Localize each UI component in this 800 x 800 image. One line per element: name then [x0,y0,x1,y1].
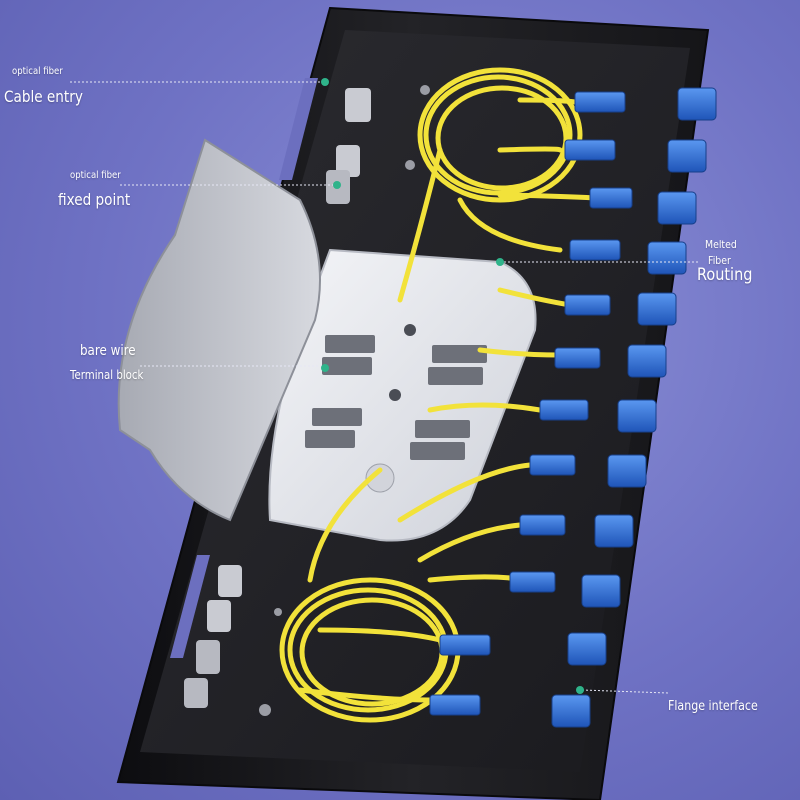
fixed-point-caption: optical fiber [70,170,121,181]
fiber-clamp-group-bottom [184,565,282,716]
melted-fiber-line2: Fiber [708,254,731,267]
tray-cover [117,138,321,522]
flange-interface-label: Flange interface [668,699,758,714]
routing-label: Routing [697,265,753,285]
melted-fiber-line1: Melted [705,238,737,251]
flange-adapters [551,87,717,728]
bare-wire-label: bare wire [80,343,136,359]
handle-slot-top [279,78,318,180]
fixed-point-label: fixed point [58,190,131,209]
sc-connectors-inner [429,91,633,716]
marker-dots [321,78,584,694]
handle-slot-bottom [170,555,210,658]
leader-lines [70,81,700,694]
splice-tray [268,248,537,542]
cable-entry-label: Cable entry [4,87,83,106]
cable-entry-caption: optical fiber [12,66,63,77]
terminal-block-label: Terminal block [70,368,144,382]
fiber-coils [279,67,598,723]
